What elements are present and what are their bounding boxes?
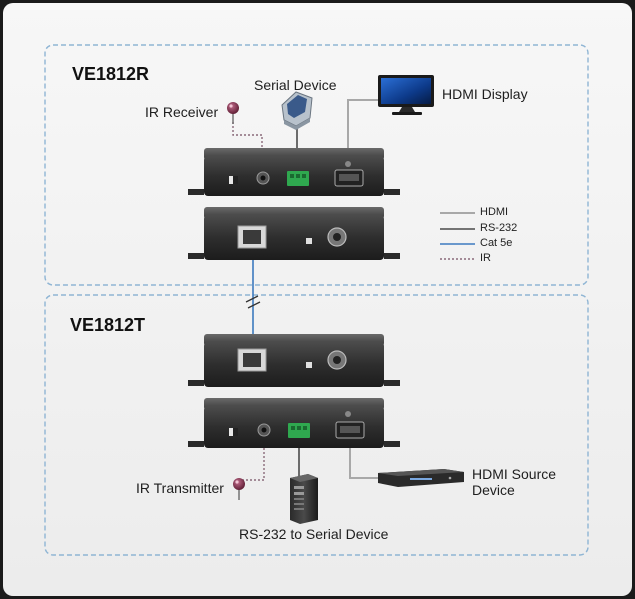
hdmi-line-transmitter <box>349 440 380 479</box>
transmitter-frame <box>44 294 589 556</box>
receiver-unit-front <box>188 207 400 260</box>
legend-rs232-label: RS-232 <box>480 222 518 234</box>
hdmi-source-label-line2: Device <box>472 482 515 498</box>
hdmi-display-label: HDMI Display <box>442 86 528 102</box>
receiver-frame <box>44 44 589 286</box>
receiver-title: VE1812R <box>72 64 150 84</box>
ir-receiver-label: IR Receiver <box>145 104 219 120</box>
hdmi-source-label-line1: HDMI Source <box>472 466 557 482</box>
legend-ir-label: IR <box>480 252 491 264</box>
serial-device-icon <box>281 91 313 130</box>
rs232-serial-label: RS-232 to Serial Device <box>239 526 389 542</box>
transmitter-unit-front <box>188 334 400 387</box>
serial-device-label: Serial Device <box>254 77 337 93</box>
receiver-unit-rear <box>188 148 400 196</box>
legend-hdmi-label: HDMI <box>480 206 509 218</box>
panel-background <box>3 3 632 596</box>
legend <box>440 212 475 260</box>
cat5e-break-1 <box>245 295 259 303</box>
ir-transmitter-icon <box>233 478 245 500</box>
terminal-block-icon <box>288 423 310 438</box>
pc-tower-icon <box>290 474 318 524</box>
ir-receiver-icon <box>227 102 239 124</box>
transmitter-title: VE1812T <box>70 315 146 335</box>
cat5e-break-2 <box>247 301 261 309</box>
ir-transmitter-label: IR Transmitter <box>136 480 224 496</box>
hdmi-display-icon <box>378 75 434 115</box>
transmitter-unit-rear <box>188 398 400 448</box>
terminal-block-icon <box>287 171 309 186</box>
legend-cat5e-label: Cat 5e <box>480 237 513 249</box>
hdmi-source-device-icon <box>378 469 464 487</box>
